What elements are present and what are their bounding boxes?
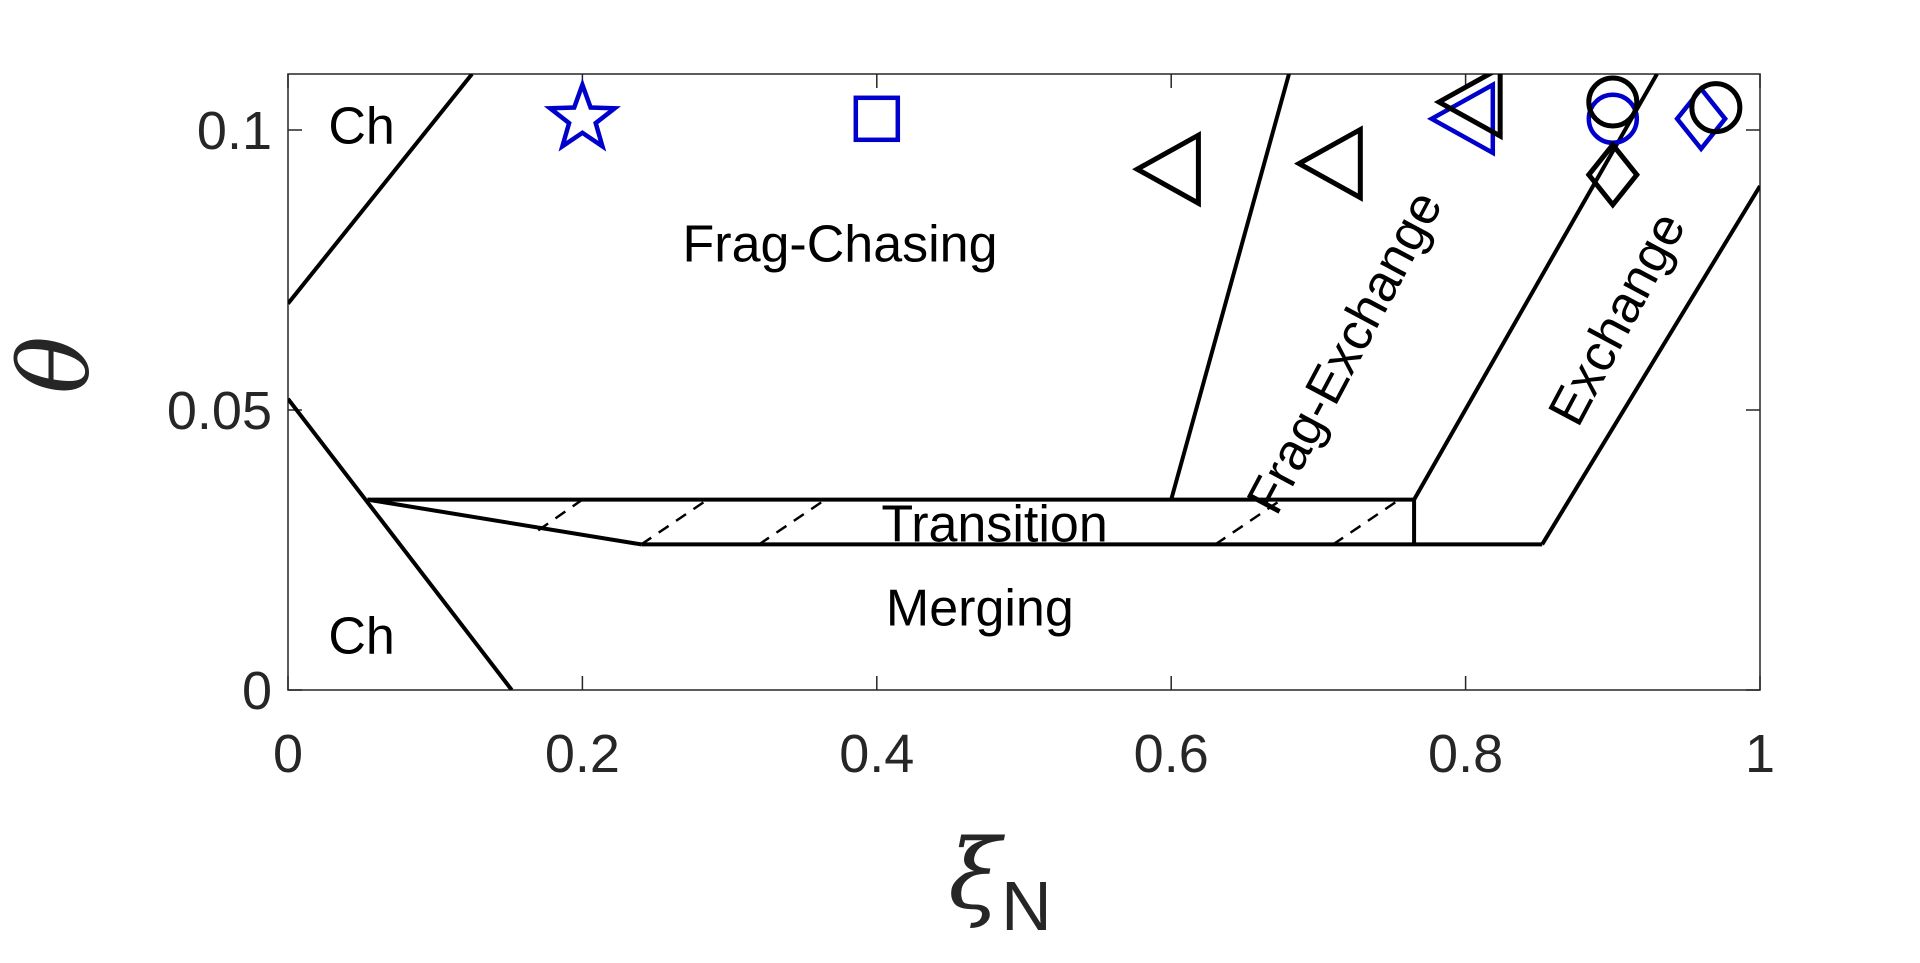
region-boundaries (288, 74, 1760, 690)
region-label: Ch (328, 98, 394, 156)
transition-hatch-line (758, 498, 826, 546)
triangle-left-marker (1433, 74, 1503, 141)
x-tick-label: 1 (1745, 724, 1775, 784)
x-tick-label: 0.4 (839, 724, 914, 784)
triangle-left-marker (1426, 80, 1496, 157)
transition-hatch-line (640, 498, 709, 546)
circle-marker (1689, 81, 1743, 135)
region-label: Transition (881, 495, 1107, 553)
frag-exchange-exchange-boundary (1412, 74, 1659, 501)
x-tick-label: 0.6 (1134, 724, 1209, 784)
square-marker (853, 95, 901, 143)
transition-hatch-line (537, 498, 584, 532)
y-tick-label: 0.05 (167, 381, 272, 441)
transition-hatch-line (1332, 498, 1401, 546)
y-axis-label: θ (0, 336, 111, 394)
x-axis-label: ξN (948, 819, 1051, 945)
region-label: Merging (886, 579, 1074, 637)
frag-chasing-frag-exchange-boundary (1169, 74, 1291, 501)
circle-marker (1586, 75, 1640, 129)
ch-lower-boundary (288, 397, 514, 690)
y-tick-label: 0.1 (197, 101, 272, 161)
plot-area (287, 73, 1761, 691)
diamond-marker (1674, 85, 1729, 153)
x-tick-label: 0 (273, 724, 303, 784)
axis-ticks (287, 74, 1761, 691)
x-axis-subscript: N (1001, 867, 1052, 945)
exchange-merging-boundary (1540, 184, 1760, 546)
ch-upper-boundary (288, 74, 474, 305)
transition-hatch-line (1214, 498, 1283, 546)
transition-hatching (537, 498, 1401, 546)
y-tick-label: 0 (242, 661, 272, 721)
tick-labels: 0 0.2 0.4 0.6 0.8 1 0 0.05 0.1 (167, 101, 1775, 784)
triangle-left-marker (1293, 125, 1363, 202)
data-markers (543, 74, 1743, 209)
x-tick-label: 0.2 (545, 724, 620, 784)
x-tick-label: 0.8 (1428, 724, 1503, 784)
star-marker (543, 78, 621, 152)
diamond-marker (1585, 140, 1641, 209)
x-axis-symbol: ξ (948, 819, 1005, 931)
region-label: Frag-Chasing (682, 215, 997, 273)
triangle-left-marker (1132, 130, 1201, 208)
transition-left (367, 497, 642, 547)
region-label: Ch (328, 607, 394, 665)
